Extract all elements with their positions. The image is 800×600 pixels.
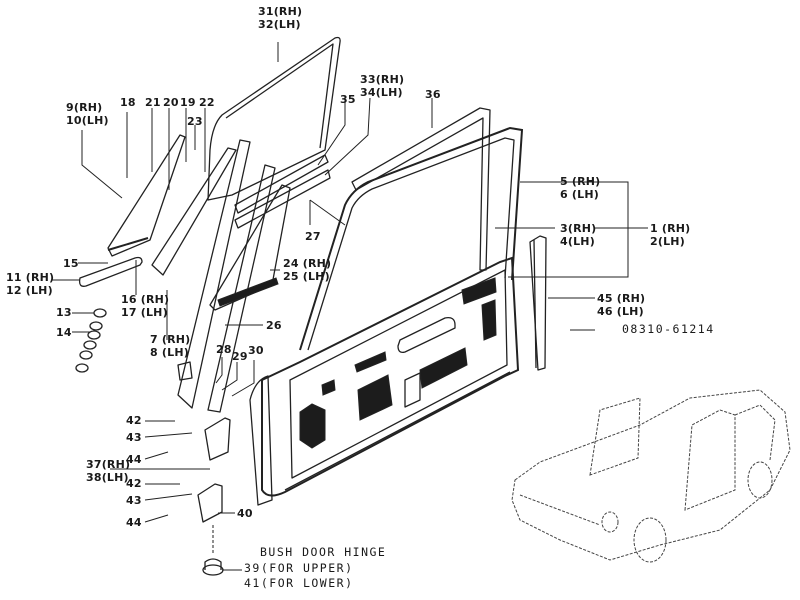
label-part-41: 41(FOR LOWER) xyxy=(244,576,354,590)
leader-lines xyxy=(52,42,648,571)
door-weatherstrip xyxy=(529,235,547,371)
label-part-22: 22 xyxy=(199,96,215,109)
label-part-24-25: 24 (RH)25 (LH) xyxy=(283,257,331,283)
spring-washers xyxy=(75,308,107,373)
label-line: 4(LH) xyxy=(560,235,595,248)
label-line: 45 (RH) xyxy=(597,292,646,305)
label-line: 11 (RH) xyxy=(6,271,55,284)
label-part-35: 35 xyxy=(340,93,356,106)
label-part-44-upper: 44 xyxy=(126,453,142,466)
glass-run-rubber xyxy=(209,184,291,311)
label-line: 1 (RH) xyxy=(650,222,691,235)
label-line: 2(LH) xyxy=(650,235,685,248)
label-line: 17 (LH) xyxy=(121,306,168,319)
label-line: 5 (RH) xyxy=(560,175,601,188)
label-line: 3(RH) xyxy=(560,222,597,235)
label-part-43-lower: 43 xyxy=(126,494,142,507)
label-part-23: 23 xyxy=(187,115,203,128)
label-line: 16 (RH) xyxy=(121,293,170,306)
label-line: 37(RH) xyxy=(86,458,131,471)
upper-hinge xyxy=(204,417,231,461)
label-line: 25 (LH) xyxy=(283,270,330,283)
label-part-20: 20 xyxy=(163,96,179,109)
hinge-bush xyxy=(202,558,224,576)
label-part-19: 19 xyxy=(180,96,196,109)
label-line: 6 (LH) xyxy=(560,188,599,201)
label-part-28: 28 xyxy=(216,343,232,356)
label-line: 12 (LH) xyxy=(6,284,53,297)
label-part-40: 40 xyxy=(237,507,253,520)
label-line: 46 (LH) xyxy=(597,305,644,318)
lower-hinge xyxy=(197,483,223,523)
door-glass xyxy=(207,36,341,201)
label-part-11-12: 11 (RH)12 (LH) xyxy=(6,271,54,297)
label-bolt-part-number: 08310-61214 xyxy=(622,322,715,336)
label-line: 38(LH) xyxy=(86,471,129,484)
label-line: 34(LH) xyxy=(360,86,403,99)
label-line: 7 (RH) xyxy=(150,333,191,346)
label-part-30: 30 xyxy=(248,344,264,357)
label-line: 31(RH) xyxy=(258,5,303,18)
label-bush-door-hinge: BUSH DOOR HINGE xyxy=(260,545,387,559)
pivot-bracket xyxy=(78,256,143,287)
label-part-13: 13 xyxy=(56,306,72,319)
glass-run-channel xyxy=(234,154,331,229)
label-part-9-10: 9(RH)10(LH) xyxy=(66,101,109,127)
label-part-45-46: 45 (RH)46 (LH) xyxy=(597,292,645,318)
label-part-36: 36 xyxy=(425,88,441,101)
label-part-43-upper: 43 xyxy=(126,431,142,444)
label-line: 8 (LH) xyxy=(150,346,189,359)
label-part-14: 14 xyxy=(56,326,72,339)
label-part-33-34: 33(RH)34(LH) xyxy=(360,73,404,99)
door-panel xyxy=(249,256,520,506)
label-part-26: 26 xyxy=(266,319,282,332)
label-part-3-4: 3(RH)4(LH) xyxy=(560,222,596,248)
label-part-37-38: 37(RH)38(LH) xyxy=(86,458,130,484)
label-line: 9(RH) xyxy=(66,101,103,114)
car-location-sketch xyxy=(511,389,791,563)
label-part-16-17: 16 (RH)17 (LH) xyxy=(121,293,169,319)
door-sash xyxy=(299,126,524,351)
label-line: 32(LH) xyxy=(258,18,301,31)
vent-window xyxy=(107,134,186,257)
label-part-39: 39(FOR UPPER) xyxy=(244,561,354,575)
label-part-15: 15 xyxy=(63,257,79,270)
label-line: 33(RH) xyxy=(360,73,405,86)
label-part-31-32: 31(RH)32(LH) xyxy=(258,5,302,31)
label-line: 10(LH) xyxy=(66,114,109,127)
division-bar xyxy=(151,139,276,413)
label-part-18: 18 xyxy=(120,96,136,109)
label-line: 24 (RH) xyxy=(283,257,332,270)
label-part-5-6: 5 (RH)6 (LH) xyxy=(560,175,600,201)
label-part-42-lower: 42 xyxy=(126,477,142,490)
label-part-42-upper: 42 xyxy=(126,414,142,427)
label-part-44-lower: 44 xyxy=(126,516,142,529)
label-part-27: 27 xyxy=(305,230,321,243)
label-part-21: 21 xyxy=(145,96,161,109)
label-part-1-2: 1 (RH)2(LH) xyxy=(650,222,690,248)
label-part-29: 29 xyxy=(232,350,248,363)
label-part-7-8: 7 (RH)8 (LH) xyxy=(150,333,190,359)
